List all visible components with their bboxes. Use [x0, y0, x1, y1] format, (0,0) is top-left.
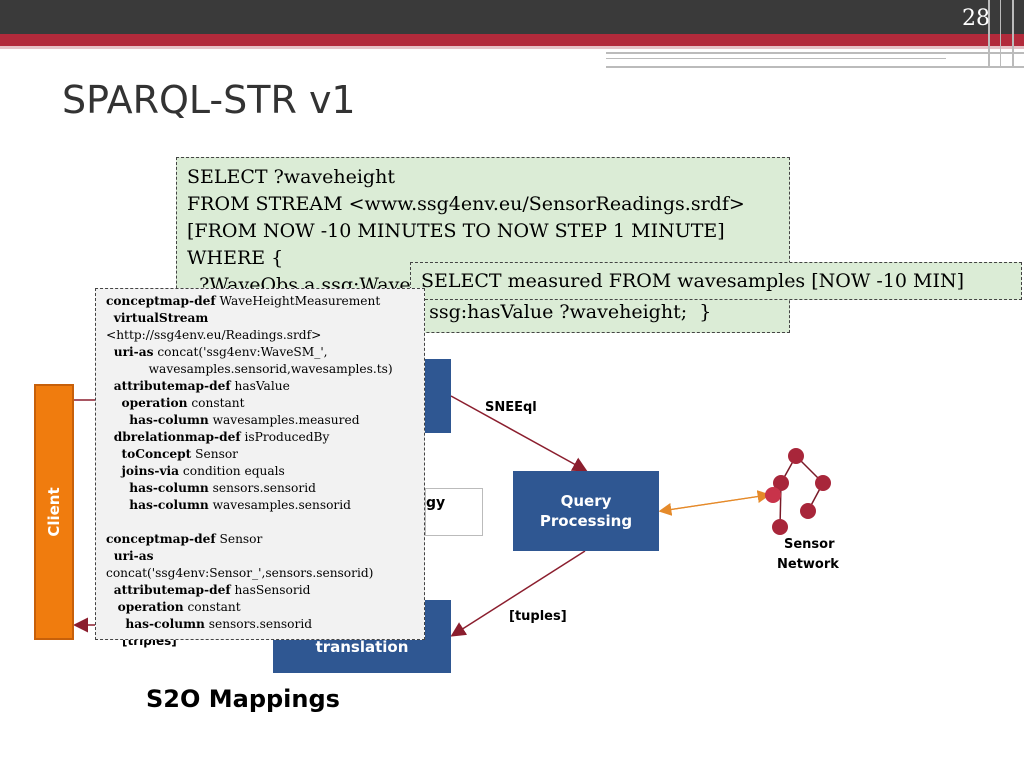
header-deco-line [606, 52, 1024, 54]
mapping-keyword: operation [121, 396, 188, 410]
sensor-node [788, 448, 804, 464]
header-deco-line [1012, 0, 1014, 68]
mapping-line: has-column wavesamples.measured [129, 413, 360, 427]
mapping-line: uri-as concat('ssg4env:WaveSM_', [113, 345, 328, 359]
mapping-keyword: has-column [125, 617, 205, 631]
header-deco-line [988, 0, 990, 68]
query-line: ssg:hasValue ?waveheight; } [417, 301, 712, 323]
mapping-line [106, 514, 414, 531]
mapping-line: uri-as [106, 548, 414, 565]
mapping-keyword: attributemap-def [113, 583, 231, 597]
mapping-keyword: toConcept [121, 447, 192, 461]
mapping-line: toConcept Sensor [121, 447, 238, 461]
sneeql-arrow [450, 395, 588, 472]
sensor-node [765, 487, 781, 503]
sensor-node [772, 519, 788, 535]
tuples-arrow [450, 550, 586, 637]
sensor-network-graph [772, 455, 824, 528]
ontology-label: gy [426, 495, 446, 511]
mapping-line: has-column sensors.sensorid [125, 617, 313, 631]
mapping-keyword: conceptmap-def [106, 294, 216, 308]
query-processing-label: Query [560, 492, 612, 510]
caption: S2O Mappings [146, 685, 340, 713]
mapping-keyword: conceptmap-def [106, 532, 216, 546]
mapping-keyword: has-column [129, 413, 209, 427]
mapping-line: attributemap-def hasSensorid [113, 583, 311, 597]
client-box: Client [34, 384, 74, 640]
mapping-line: conceptmap-def Sensor [106, 532, 263, 546]
sensor-node [800, 503, 816, 519]
header-deco-line [606, 58, 946, 59]
mapping-line: attributemap-def hasValue [113, 379, 290, 393]
sensor-network-label: Sensor [784, 537, 835, 552]
header-accent-bar [0, 34, 1024, 46]
mapping-keyword: joins-via [121, 464, 180, 478]
header-accent-stripe [0, 46, 1024, 49]
slide-number: 28 [962, 6, 990, 31]
mapping-keyword: operation [117, 600, 184, 614]
sql-query-box: SELECT measured FROM wavesamples [NOW -1… [410, 262, 1022, 300]
mapping-keyword: attributemap-def [113, 379, 231, 393]
mapping-keyword: has-column [129, 481, 209, 495]
mapping-line: dbrelationmap-def isProducedBy [113, 430, 330, 444]
query-translation-box [425, 359, 451, 433]
mapping-line: operation constant [117, 600, 241, 614]
header-deco-line [606, 66, 1024, 68]
mapping-line: joins-via condition equals [121, 464, 285, 478]
mapping-line: virtualStream [106, 310, 414, 327]
client-label: Client [45, 487, 63, 537]
sql-query-text: SELECT measured FROM wavesamples [NOW -1… [421, 270, 965, 292]
mapping-keyword: dbrelationmap-def [113, 430, 241, 444]
sensor-network-label: Network [777, 557, 839, 572]
sensor-nodes [765, 448, 831, 535]
header-deco-line [1000, 0, 1001, 68]
tuples-label: [tuples] [509, 609, 567, 624]
query-line: [FROM NOW -10 MINUTES TO NOW STEP 1 MINU… [187, 220, 725, 242]
mapping-line: wavesamples.sensorid,wavesamples.ts) [106, 362, 393, 376]
sensor-node [815, 475, 831, 491]
query-processing-label: Processing [539, 512, 633, 530]
mapping-keyword: virtualStream [113, 311, 209, 325]
query-line: SELECT ?waveheight [187, 166, 395, 188]
query-line: WHERE { [187, 247, 284, 269]
sneeql-label: SNEEql [485, 400, 537, 415]
mapping-keyword: uri-as [113, 549, 154, 563]
mapping-keyword: uri-as [113, 345, 154, 359]
mapping-line: <http://ssg4env.eu/Readings.srdf> [106, 328, 322, 342]
slide-title: SPARQL-STR v1 [62, 78, 356, 122]
mapping-keyword: has-column [129, 498, 209, 512]
query-processing-box: Query Processing [513, 471, 659, 551]
mapping-line: has-column wavesamples.sensorid [129, 498, 351, 512]
s2o-mapping-box: conceptmap-def WaveHeightMeasurement vir… [95, 288, 425, 640]
sensor-node [773, 475, 789, 491]
header-bar [0, 0, 1024, 34]
translation-label: translation [315, 638, 409, 656]
mapping-line: operation constant [121, 396, 245, 410]
mapping-line: has-column sensors.sensorid [129, 481, 316, 495]
mapping-line: concat('ssg4env:Sensor_',sensors.sensori… [106, 566, 374, 580]
mapping-line: conceptmap-def WaveHeightMeasurement [106, 294, 381, 308]
ontology-box: gy [425, 488, 483, 536]
query-line: FROM STREAM <www.ssg4env.eu/SensorReadin… [187, 193, 745, 215]
